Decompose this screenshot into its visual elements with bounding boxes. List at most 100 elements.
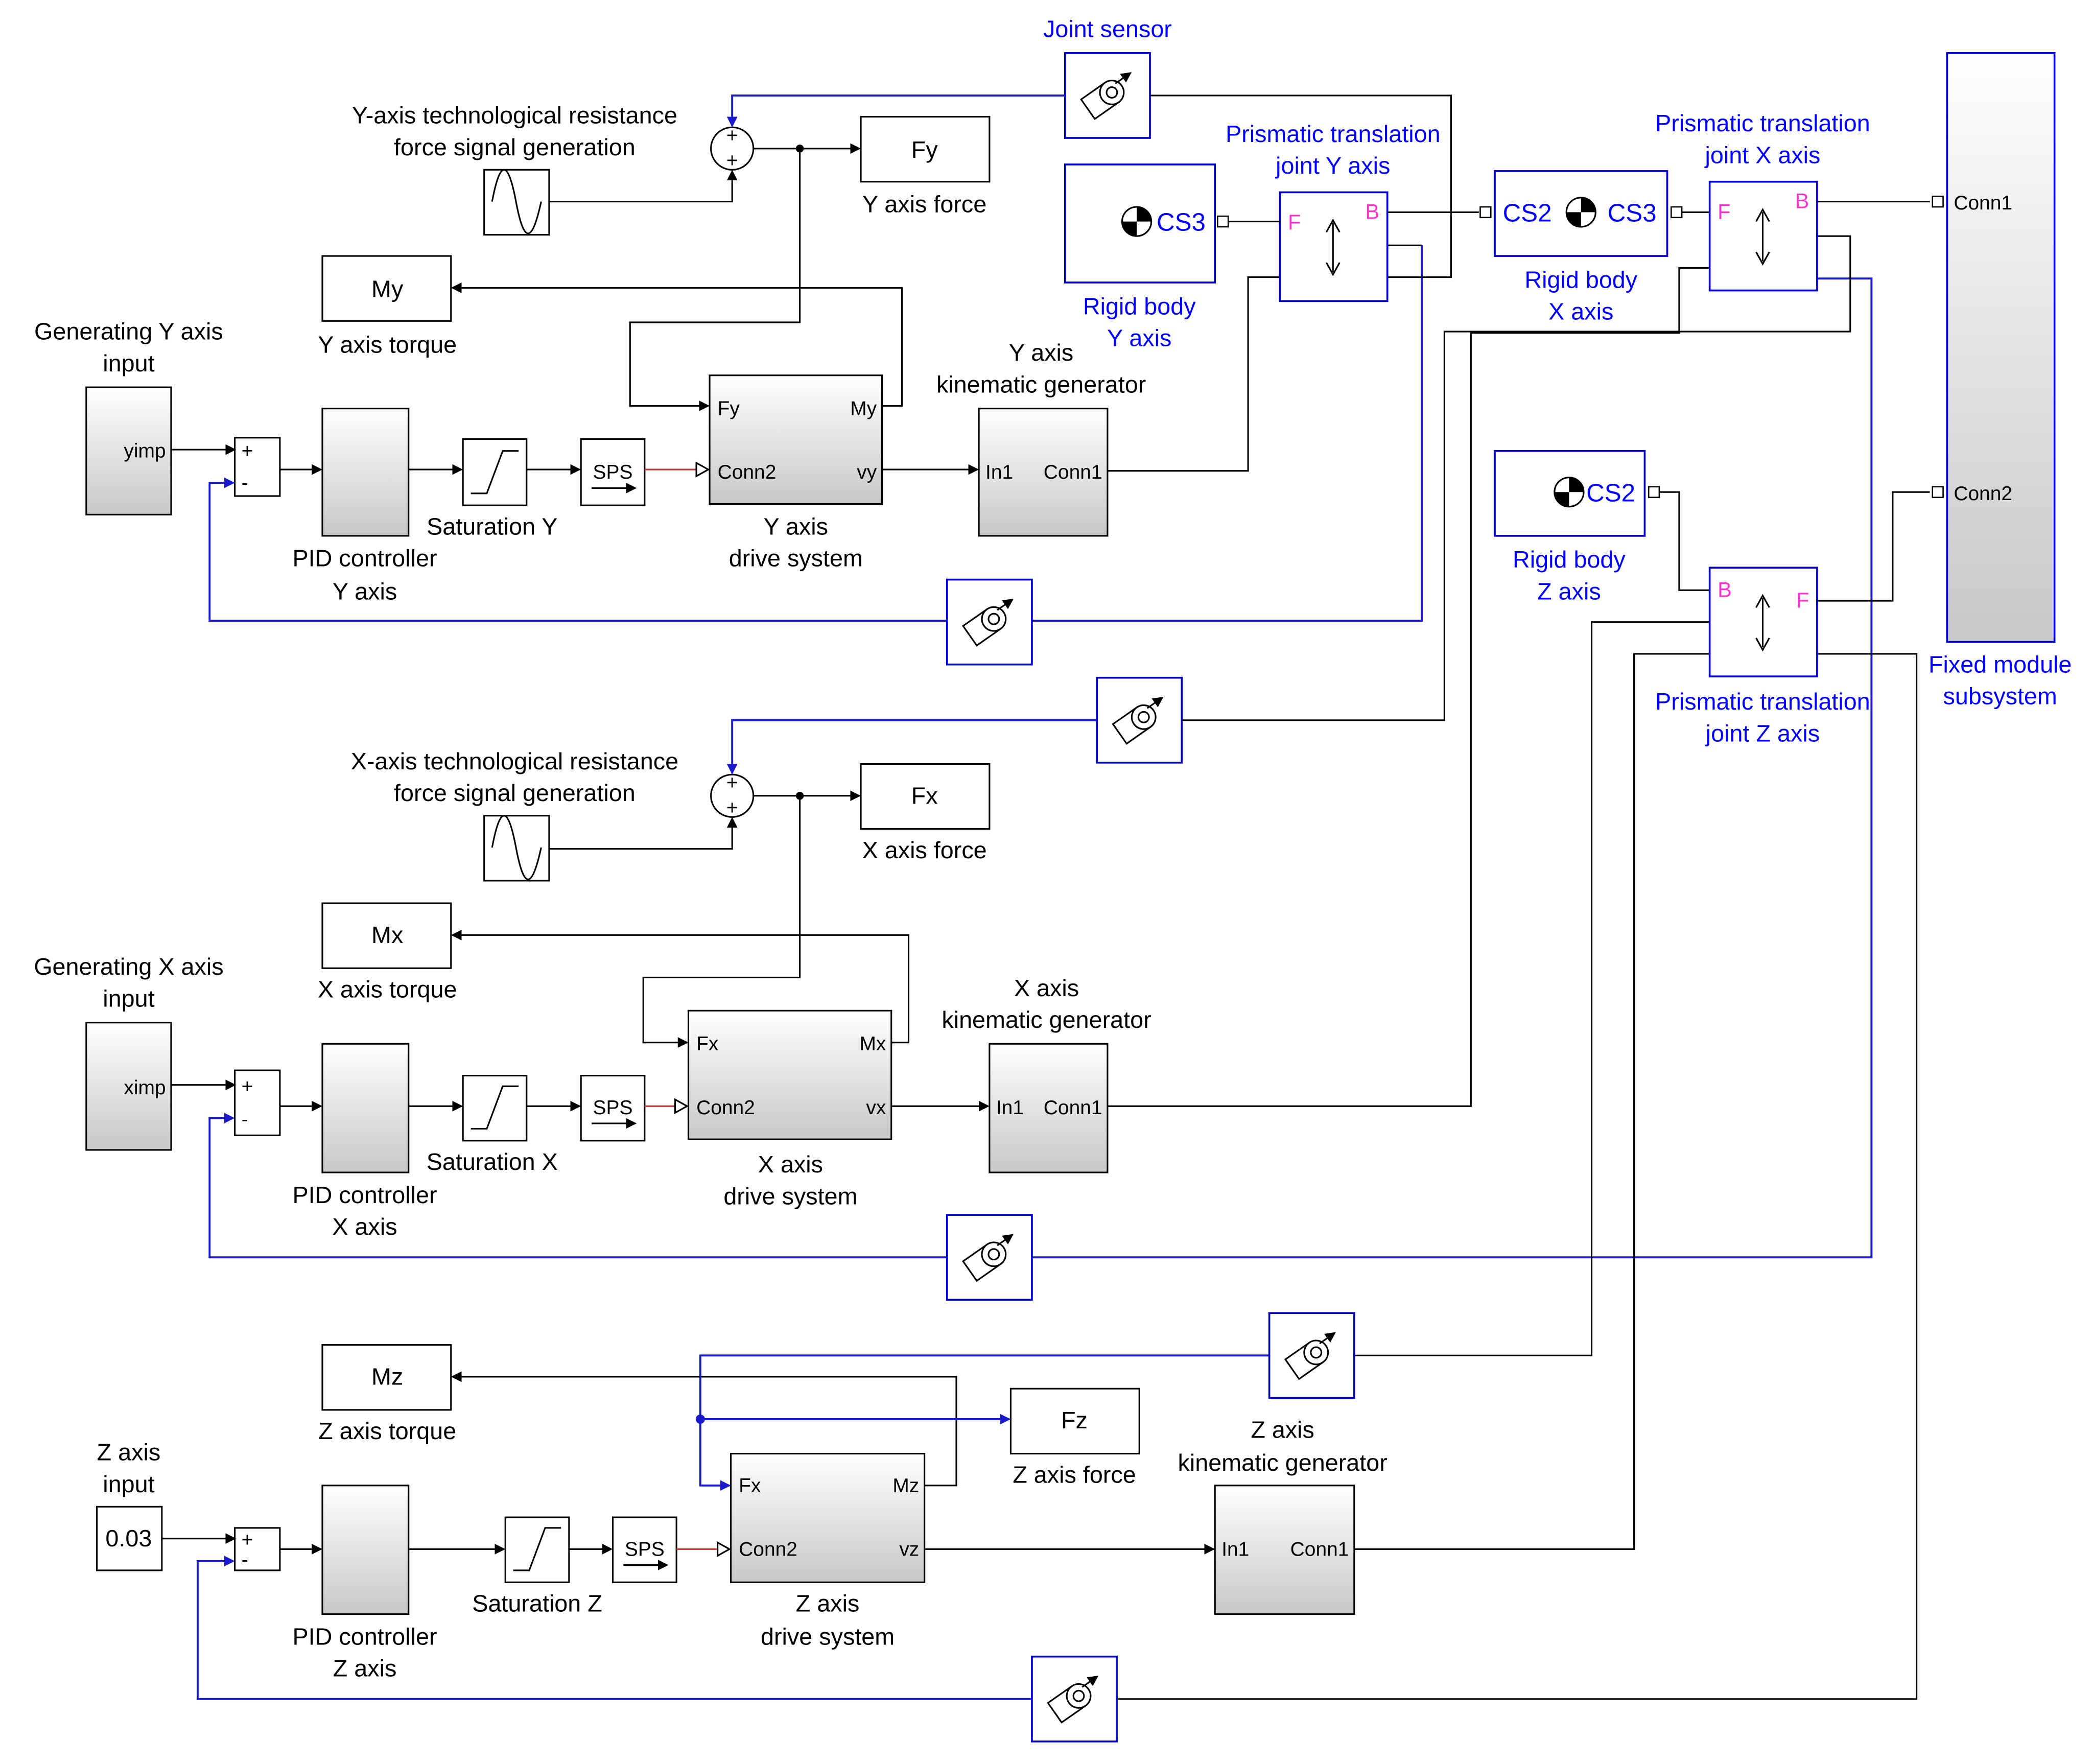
x-force-sum-plus1: + (726, 772, 738, 794)
wire (1031, 277, 1873, 1259)
x-force-label: X axis force (862, 837, 987, 863)
rb-y-cs3: CS3 (1157, 208, 1206, 237)
port-square (1671, 206, 1683, 219)
z-drive-system-block[interactable] (730, 1452, 926, 1583)
z-pid-block[interactable] (321, 1485, 410, 1615)
x-kin-label: X axis (1014, 975, 1079, 1001)
x-input-block[interactable] (85, 1022, 172, 1151)
joint-sensor-z-feedback[interactable] (1031, 1655, 1118, 1743)
wire (196, 1556, 1032, 1700)
y-kin-sublabel: kinematic generator (936, 371, 1146, 397)
x-kinematic-generator-block[interactable] (989, 1043, 1109, 1173)
z-saturation-label: Saturation Z (472, 1590, 602, 1616)
wire (717, 1541, 732, 1558)
saturation-icon (513, 1527, 561, 1571)
x-force-display[interactable] (860, 763, 991, 830)
x-force-gen-title: X-axis technological resistance (351, 748, 678, 774)
y-drive-port-v: vy (857, 461, 877, 483)
wire (1354, 653, 1710, 1550)
y-pid-block[interactable] (321, 408, 410, 537)
y-force-display-value: Fy (911, 136, 938, 163)
fixed-conn2: Conn2 (1954, 483, 2012, 505)
rb-x-cs2: CS2 (1503, 199, 1552, 227)
fixed-module-subsystem-block[interactable] (1946, 52, 2056, 643)
joint-sensor-icon (962, 598, 1014, 647)
y-drive-sublabel: drive system (729, 545, 863, 572)
y-sps-block[interactable] (580, 438, 646, 506)
port-square (1932, 486, 1944, 498)
z-drive-port-v: vz (899, 1538, 919, 1560)
z-input-value: 0.03 (105, 1525, 152, 1551)
z-input-constant[interactable] (96, 1506, 163, 1571)
wire (1031, 245, 1423, 622)
rb-x-sublabel: X axis (1548, 298, 1613, 325)
z-force-display[interactable] (1009, 1387, 1140, 1455)
x-drive-system-block[interactable] (687, 1009, 892, 1140)
x-drive-sublabel: drive system (723, 1183, 857, 1209)
joint-sensor-x-feedback[interactable] (946, 1214, 1033, 1301)
z-kinematic-generator-block[interactable] (1214, 1485, 1355, 1615)
wire (629, 148, 801, 411)
joint-sensor-y-top[interactable] (1064, 52, 1151, 139)
z-drive-sublabel: drive system (761, 1623, 895, 1650)
y-axis-section: Generating Y axis input yimp + - PID con… (34, 102, 1423, 622)
x-sps-block[interactable] (580, 1074, 646, 1142)
x-pid-axis: X axis (332, 1213, 397, 1240)
z-kin-port-in1: In1 (1221, 1538, 1249, 1560)
joint-sensor-icon (962, 1234, 1014, 1282)
x-pid-block[interactable] (321, 1043, 410, 1173)
y-error-sum[interactable] (234, 437, 281, 497)
wire (451, 1371, 957, 1487)
z-torque-display-value: Mz (371, 1363, 403, 1390)
pj-x-port-b: B (1795, 189, 1809, 213)
saturation-icon (471, 450, 519, 495)
x-torque-display[interactable] (321, 902, 452, 969)
x-drive-port-m: Mx (859, 1033, 886, 1055)
pj-z-sublabel: joint Z axis (1705, 720, 1820, 746)
wire (1150, 95, 1452, 278)
z-torque-display[interactable] (321, 1344, 452, 1411)
x-kin-port-in1: In1 (996, 1097, 1024, 1119)
joint-sensor-z-top[interactable] (1268, 1312, 1355, 1399)
rb-z-cs2: CS2 (1586, 479, 1635, 507)
z-sps-block[interactable] (612, 1516, 677, 1583)
y-force-gen-title: Y-axis technological resistance (352, 102, 677, 128)
rb-x-label: Rigid body (1524, 266, 1637, 293)
z-force-label: Z axis force (1013, 1462, 1136, 1488)
port-square (1648, 486, 1660, 498)
z-torque-label: Z axis torque (318, 1418, 456, 1444)
y-input-subtitle: input (103, 350, 154, 377)
x-torque-display-value: Mx (371, 922, 403, 948)
wire (695, 1414, 705, 1424)
y-kinematic-generator-block[interactable] (978, 408, 1109, 537)
z-sps-label: SPS (625, 1538, 665, 1560)
sine-wave-icon (491, 169, 542, 234)
rb-y-label: Rigid body (1083, 293, 1196, 319)
port-square (1479, 206, 1492, 219)
x-error-sum[interactable] (234, 1069, 281, 1136)
y-drive-system-block[interactable] (709, 374, 883, 505)
joint-sensor-icon (1112, 697, 1164, 745)
joint-sensor-icon (1080, 72, 1132, 121)
y-input-block[interactable] (85, 386, 172, 515)
pj-z-port-f: F (1796, 588, 1809, 612)
y-force-display[interactable] (860, 115, 991, 183)
joint-sensor-icon (1047, 1676, 1099, 1724)
wire (451, 282, 903, 407)
z-pid-axis: Z axis (333, 1655, 397, 1682)
joint-sensor-x-top[interactable] (1096, 676, 1183, 764)
z-error-sum[interactable] (234, 1527, 281, 1571)
pj-z-label: Prismatic translation (1655, 688, 1870, 715)
wire (1118, 653, 1918, 1700)
z-drive-port-conn2: Conn2 (739, 1538, 797, 1560)
joint-sensors: Joint sensor (726, 16, 1851, 1743)
x-kin-sublabel: kinematic generator (942, 1006, 1151, 1033)
x-input-subtitle: input (103, 985, 154, 1012)
y-torque-display[interactable] (321, 255, 452, 322)
center-of-mass-icon (1121, 206, 1153, 237)
z-kin-sublabel: kinematic generator (1178, 1449, 1387, 1476)
x-drive-port-conn2: Conn2 (696, 1097, 755, 1119)
center-of-mass-icon (1565, 197, 1596, 228)
joint-sensor-y-feedback[interactable] (946, 578, 1033, 666)
